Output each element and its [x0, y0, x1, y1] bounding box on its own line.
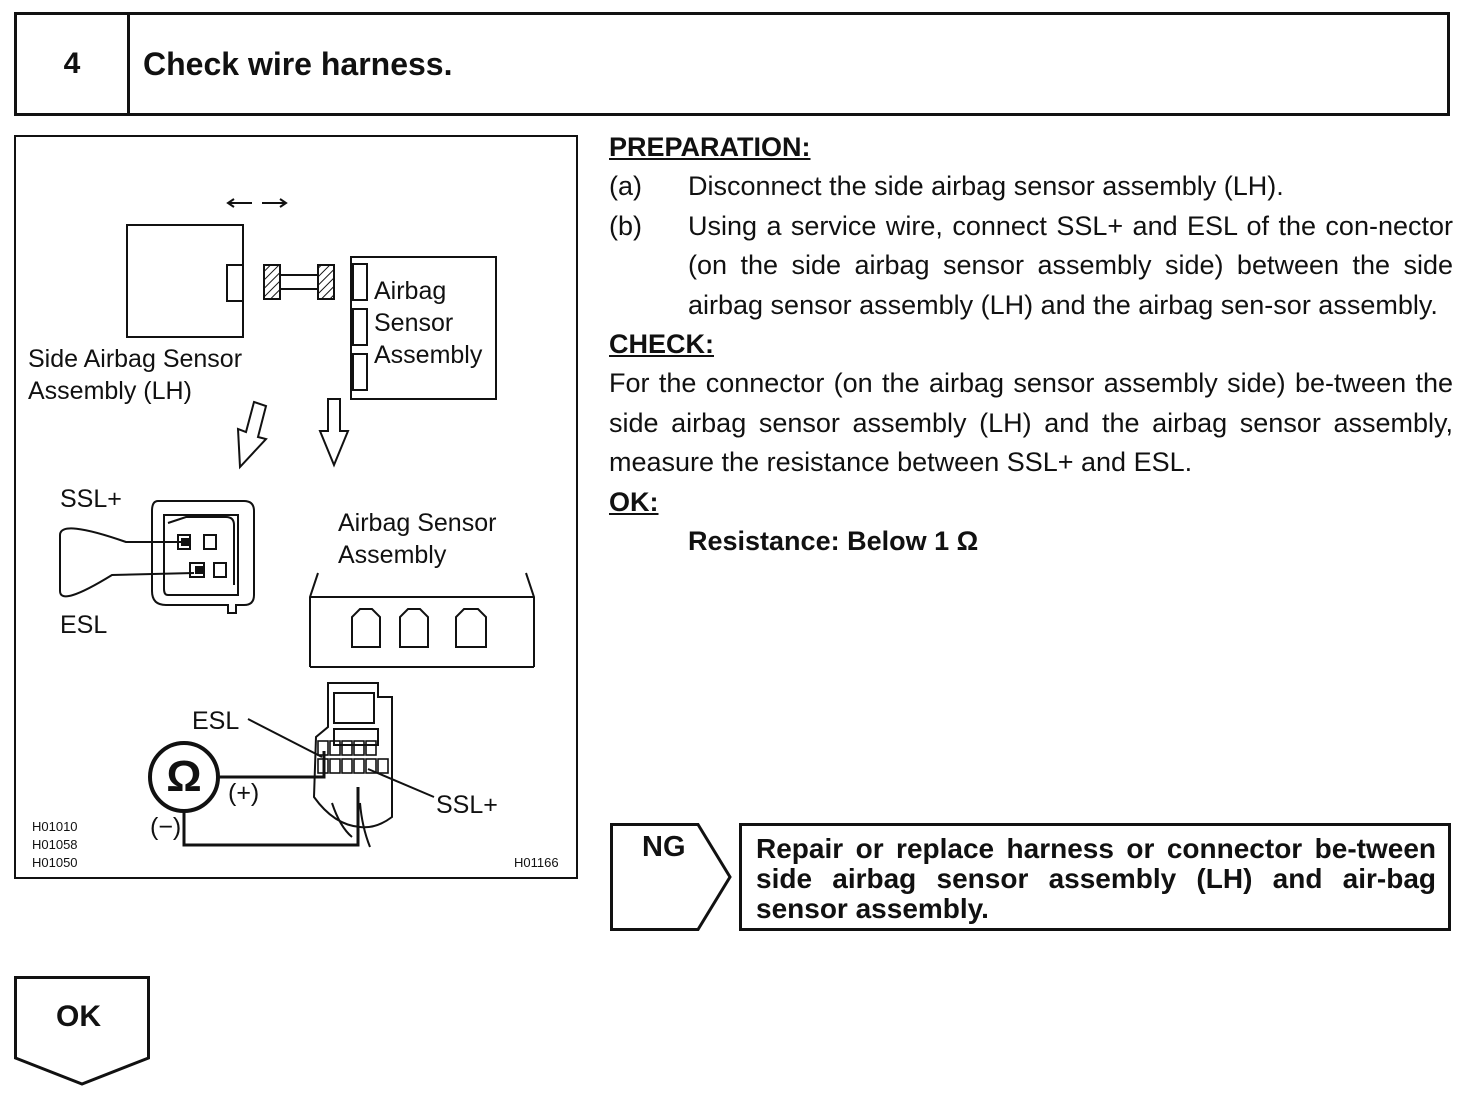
airbag-sensor-mid-label-1: Airbag Sensor [338, 509, 496, 537]
service-wire-plug-right [317, 264, 335, 300]
figure-code-1: H01010 [32, 819, 78, 834]
check-text: For the connector (on the airbag sensor … [609, 368, 1453, 478]
figure-code-2: H01058 [32, 837, 78, 852]
ssl-plus-label-left: SSL+ [60, 485, 122, 513]
side-sensor-label-2: Assembly (LH) [28, 377, 192, 405]
resistance-spec: Resistance: Below 1 Ω [688, 526, 979, 557]
side-sensor-label-1: Side Airbag Sensor [28, 345, 242, 373]
service-wire-plug-left [263, 264, 281, 300]
step-header: 4 Check wire harness. [14, 12, 1450, 116]
airbag-sensor-mid-label-2: Assembly [338, 541, 447, 569]
ng-label: NG [642, 831, 686, 863]
ng-tag: NG [610, 823, 732, 931]
ssl-plus-label-bottom: SSL+ [436, 791, 498, 819]
item-marker: (a) [609, 171, 642, 202]
preparation-item-b: (b) Using a service wire, connect SSL+ a… [609, 207, 1453, 325]
step-title: Check wire harness. [143, 45, 453, 82]
esl-label-bottom: ESL [192, 707, 239, 735]
side-sensor-box [126, 224, 244, 338]
item-text: Disconnect the side airbag sensor assemb… [688, 171, 1284, 202]
ng-arrow-shape [610, 823, 732, 931]
slide-arrows-icon [226, 198, 288, 208]
ok-arrow-shape [14, 976, 150, 1086]
preparation-heading: PREPARATION: [609, 132, 811, 162]
down-arrow-right-icon [318, 398, 350, 468]
down-arrow-left-icon [236, 400, 268, 470]
service-wire-loop [59, 527, 195, 598]
airbag-sensor-connector-bottom [312, 682, 393, 848]
ok-heading: OK: [609, 486, 659, 517]
airbag-sensor-assembly-body [309, 572, 535, 668]
ok-label: OK [56, 1000, 101, 1033]
ok-tag: OK [14, 976, 150, 1086]
plus-terminal-label: (+) [228, 779, 259, 807]
esl-label-left: ESL [60, 611, 107, 639]
airbag-sensor-label-3: Assembly [374, 341, 483, 369]
ohm-symbol: Ω [166, 752, 201, 801]
figure-code-3: H01050 [32, 855, 78, 870]
airbag-sensor-label-2: Sensor [374, 309, 453, 337]
check-heading: CHECK: [609, 329, 714, 360]
preparation-item-a: (a) Disconnect the side airbag sensor as… [609, 167, 1453, 206]
side-sensor-connector [226, 264, 244, 302]
instructions: PREPARATION: (a) Disconnect the side air… [609, 128, 1453, 561]
wiring-figure: Side Airbag Sensor Assembly (LH) Airbag … [14, 135, 578, 879]
minus-terminal-label: (−) [150, 813, 181, 841]
side-sensor-connector-face [151, 500, 255, 614]
airbag-sensor-label-1: Airbag [374, 277, 446, 305]
step-number: 4 [17, 15, 130, 113]
item-marker: (b) [609, 210, 642, 241]
figure-code-main: H01166 [514, 855, 559, 870]
wiring-diagram: Side Airbag Sensor Assembly (LH) Airbag … [28, 198, 559, 870]
ng-action-box: Repair or replace harness or connector b… [739, 823, 1451, 931]
airbag-sensor-box [350, 256, 497, 400]
item-text: Using a service wire, connect SSL+ and E… [688, 210, 1453, 320]
